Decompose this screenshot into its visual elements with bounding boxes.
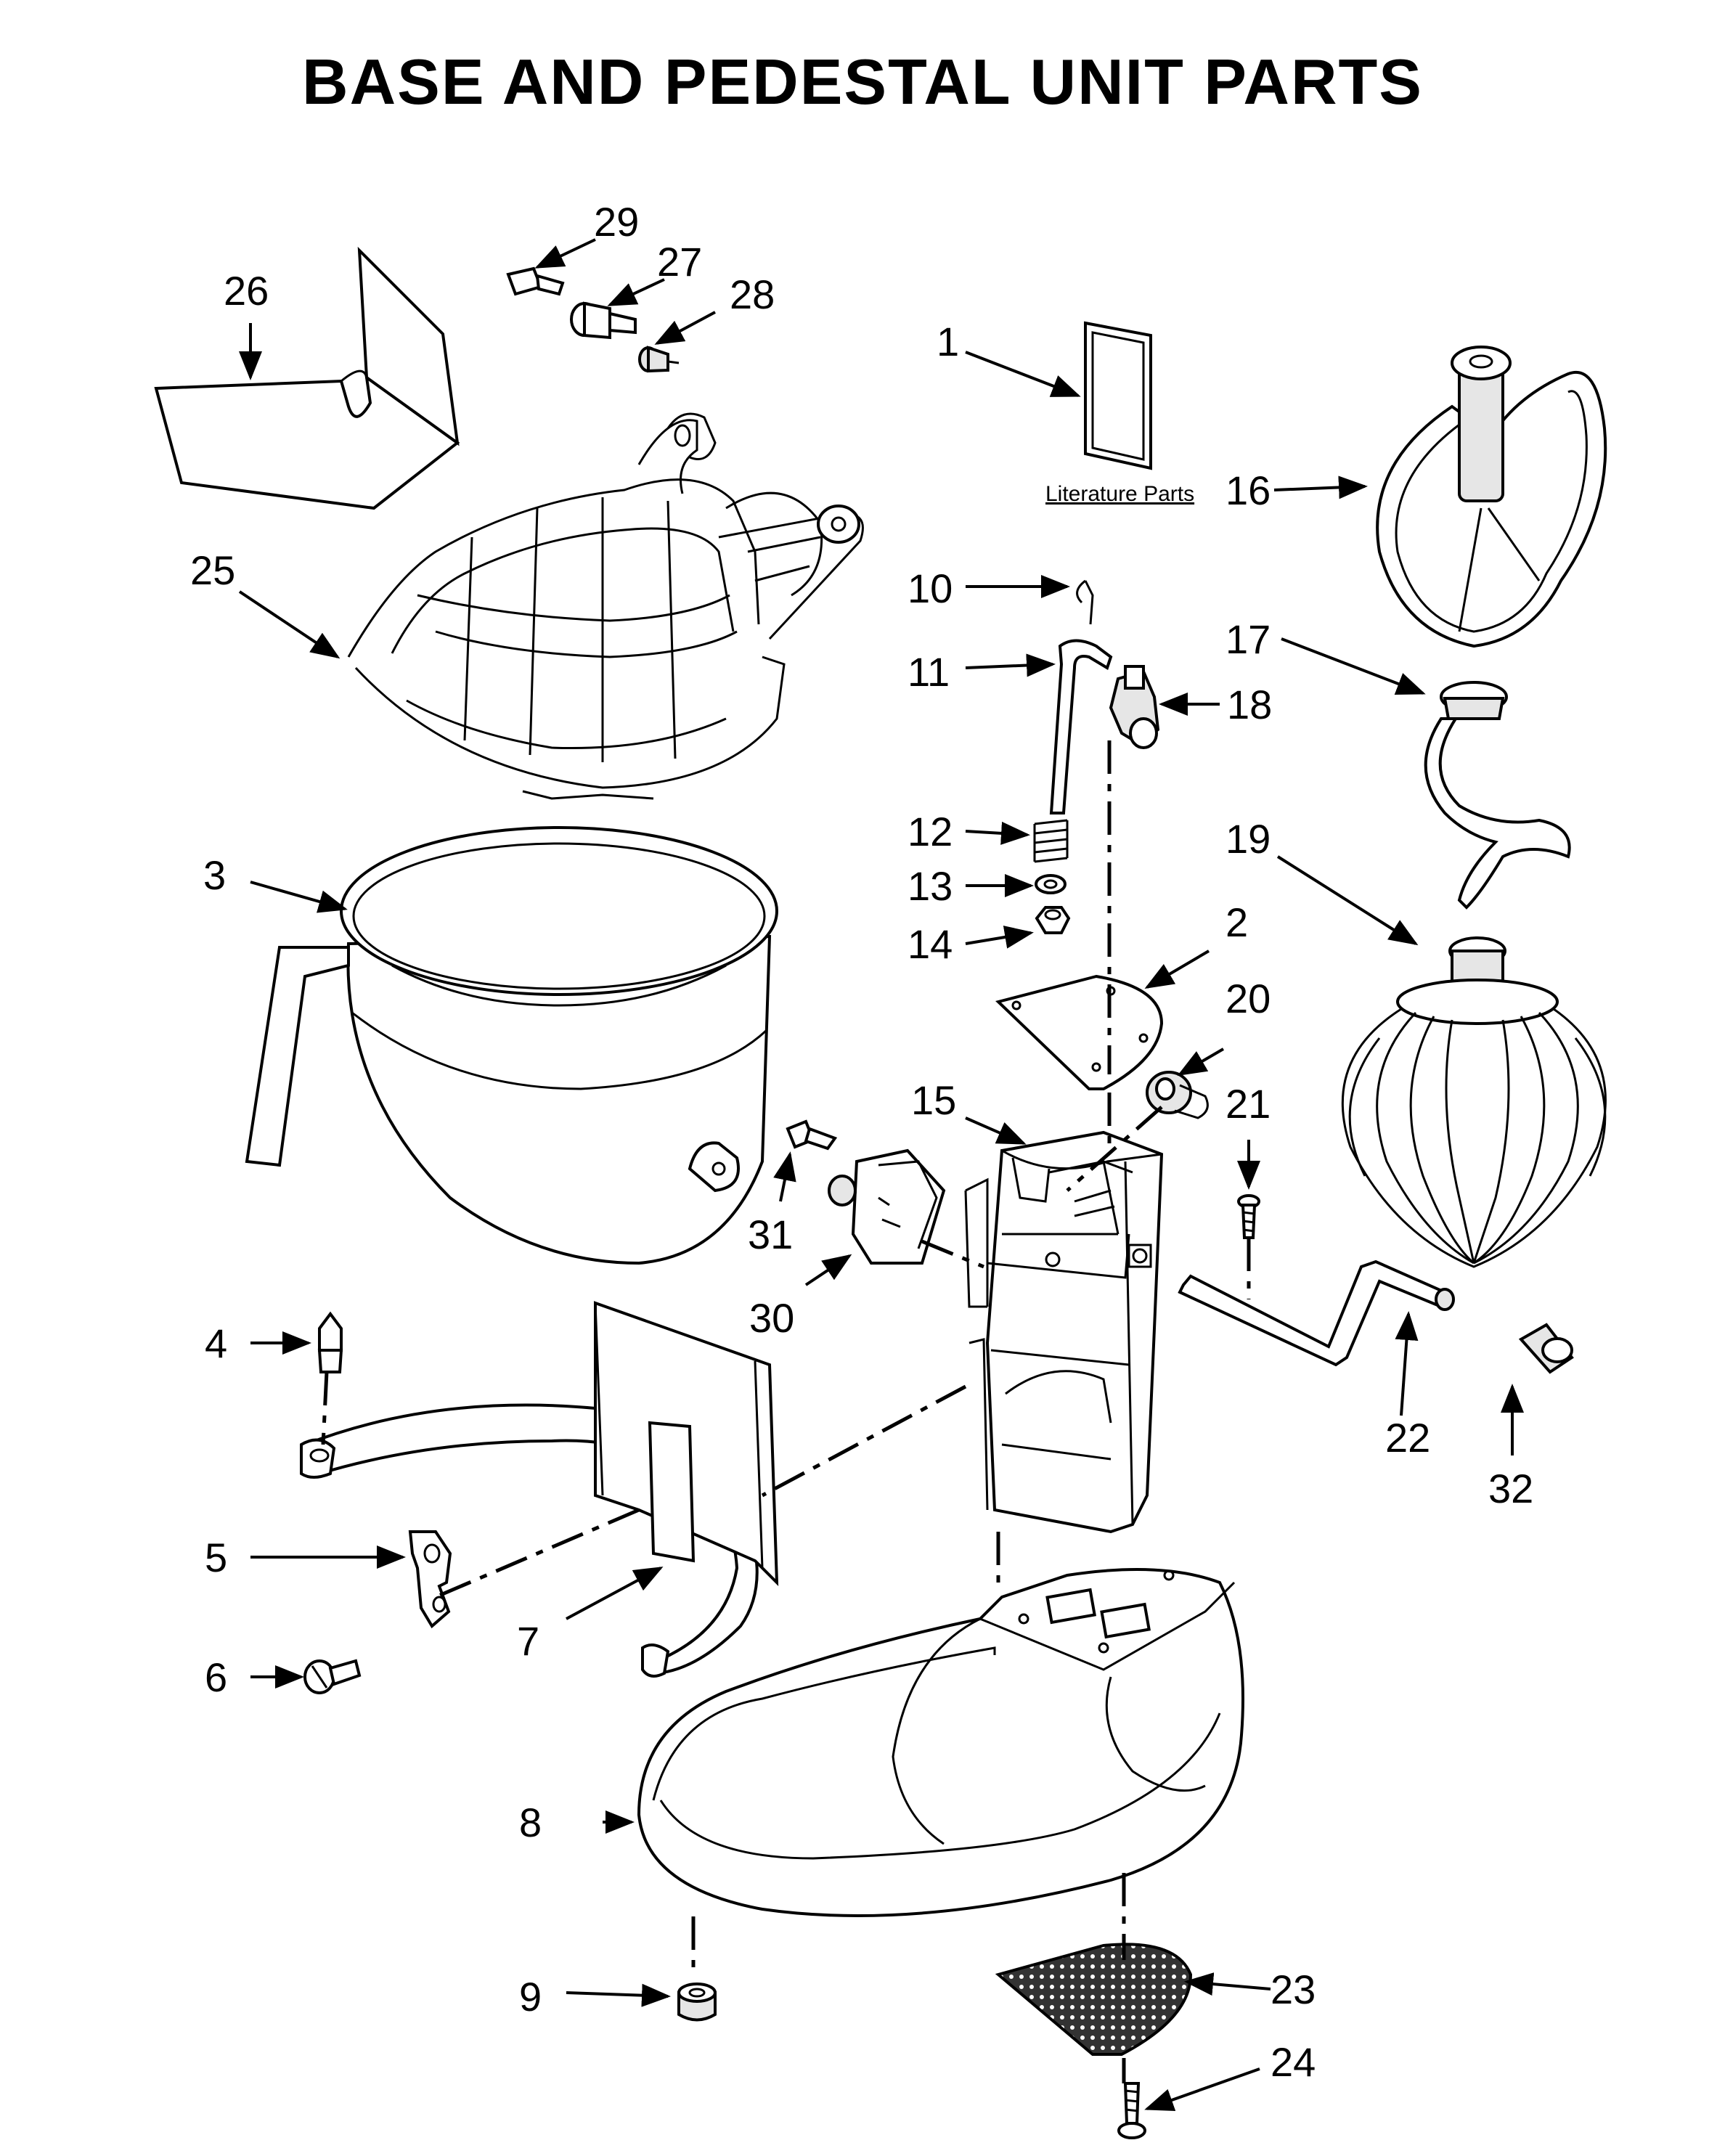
part-13-washer (1035, 874, 1067, 894)
part-8-base (637, 1568, 1244, 1917)
part-19-wire-whip (1341, 936, 1607, 1268)
callout-6: 6 (205, 1654, 227, 1700)
callout-9: 9 (519, 1974, 542, 2020)
callout-11: 11 (908, 649, 950, 695)
callout-2: 2 (1226, 899, 1248, 945)
part-10-clip (1076, 579, 1094, 625)
part-16-flat-beater (1376, 346, 1607, 648)
part-21-screw (1237, 1194, 1260, 1239)
part-29-screw (506, 266, 565, 296)
part-4-pin (317, 1311, 343, 1373)
callout-25: 25 (190, 547, 235, 593)
callout-7: 7 (517, 1618, 539, 1664)
part-7-bowl-support (300, 1301, 779, 1678)
part-31-screw (786, 1119, 838, 1151)
part-1-literature: Literature Parts (1045, 321, 1194, 506)
leader-arrows (238, 238, 1524, 2112)
part-6-screw (303, 1659, 362, 1694)
callout-4: 4 (205, 1320, 227, 1366)
callout-23: 23 (1271, 1967, 1316, 2012)
callout-18: 18 (1227, 682, 1272, 727)
part-2-plate (995, 974, 1164, 1090)
part-9-foot (677, 1983, 717, 2022)
part-5-plate (408, 1530, 452, 1629)
callout-21: 21 (1226, 1081, 1271, 1127)
callout-22: 22 (1385, 1415, 1430, 1461)
callout-26: 26 (224, 268, 269, 314)
assembly-lines (321, 740, 1251, 2083)
callout-19: 19 (1226, 816, 1271, 862)
part-25-wire-guard (347, 412, 864, 800)
callout-30: 30 (749, 1295, 794, 1341)
callout-20: 20 (1226, 976, 1271, 1021)
literature-parts-label: Literature Parts (1045, 482, 1194, 506)
part-28-bushing (638, 346, 680, 373)
part-17-dough-hook (1424, 681, 1571, 910)
callout-3: 3 (203, 852, 226, 898)
part-18-latch (1109, 665, 1160, 749)
diagram-title: BASE AND PEDESTAL UNIT PARTS (302, 46, 1423, 118)
part-30-switch-housing (828, 1148, 946, 1265)
callout-13: 13 (908, 863, 953, 909)
callout-labels: 1 2 3 4 5 6 7 8 9 10 11 12 13 14 15 16 1… (190, 199, 1533, 2085)
part-24-screw (1117, 2082, 1146, 2139)
callout-16: 16 (1226, 467, 1271, 513)
callout-29: 29 (594, 199, 639, 245)
part-15-pedestal (964, 1130, 1164, 1534)
callout-31: 31 (748, 1212, 793, 1257)
callout-17: 17 (1226, 616, 1271, 662)
callout-27: 27 (657, 239, 702, 285)
callout-1: 1 (937, 319, 959, 364)
callout-5: 5 (205, 1535, 227, 1580)
callout-28: 28 (730, 271, 775, 317)
part-26-shield (154, 246, 460, 510)
part-32-knob (1518, 1323, 1574, 1374)
callout-32: 32 (1488, 1466, 1533, 1511)
callout-24: 24 (1271, 2039, 1316, 2085)
part-3-bowl (245, 826, 778, 1265)
callout-10: 10 (908, 565, 953, 611)
callout-14: 14 (908, 921, 953, 967)
part-11-lever-rod (1049, 639, 1113, 814)
part-14-nut (1035, 906, 1071, 934)
part-27-pin (570, 301, 637, 340)
part-22-lift-handle (1178, 1259, 1455, 1367)
part-12-spring (1033, 819, 1069, 863)
part-20-cam (1146, 1071, 1209, 1119)
callout-8: 8 (519, 1800, 542, 1845)
callout-15: 15 (911, 1077, 956, 1123)
part-23-foot-pad (995, 1943, 1193, 2056)
callout-12: 12 (908, 809, 953, 854)
